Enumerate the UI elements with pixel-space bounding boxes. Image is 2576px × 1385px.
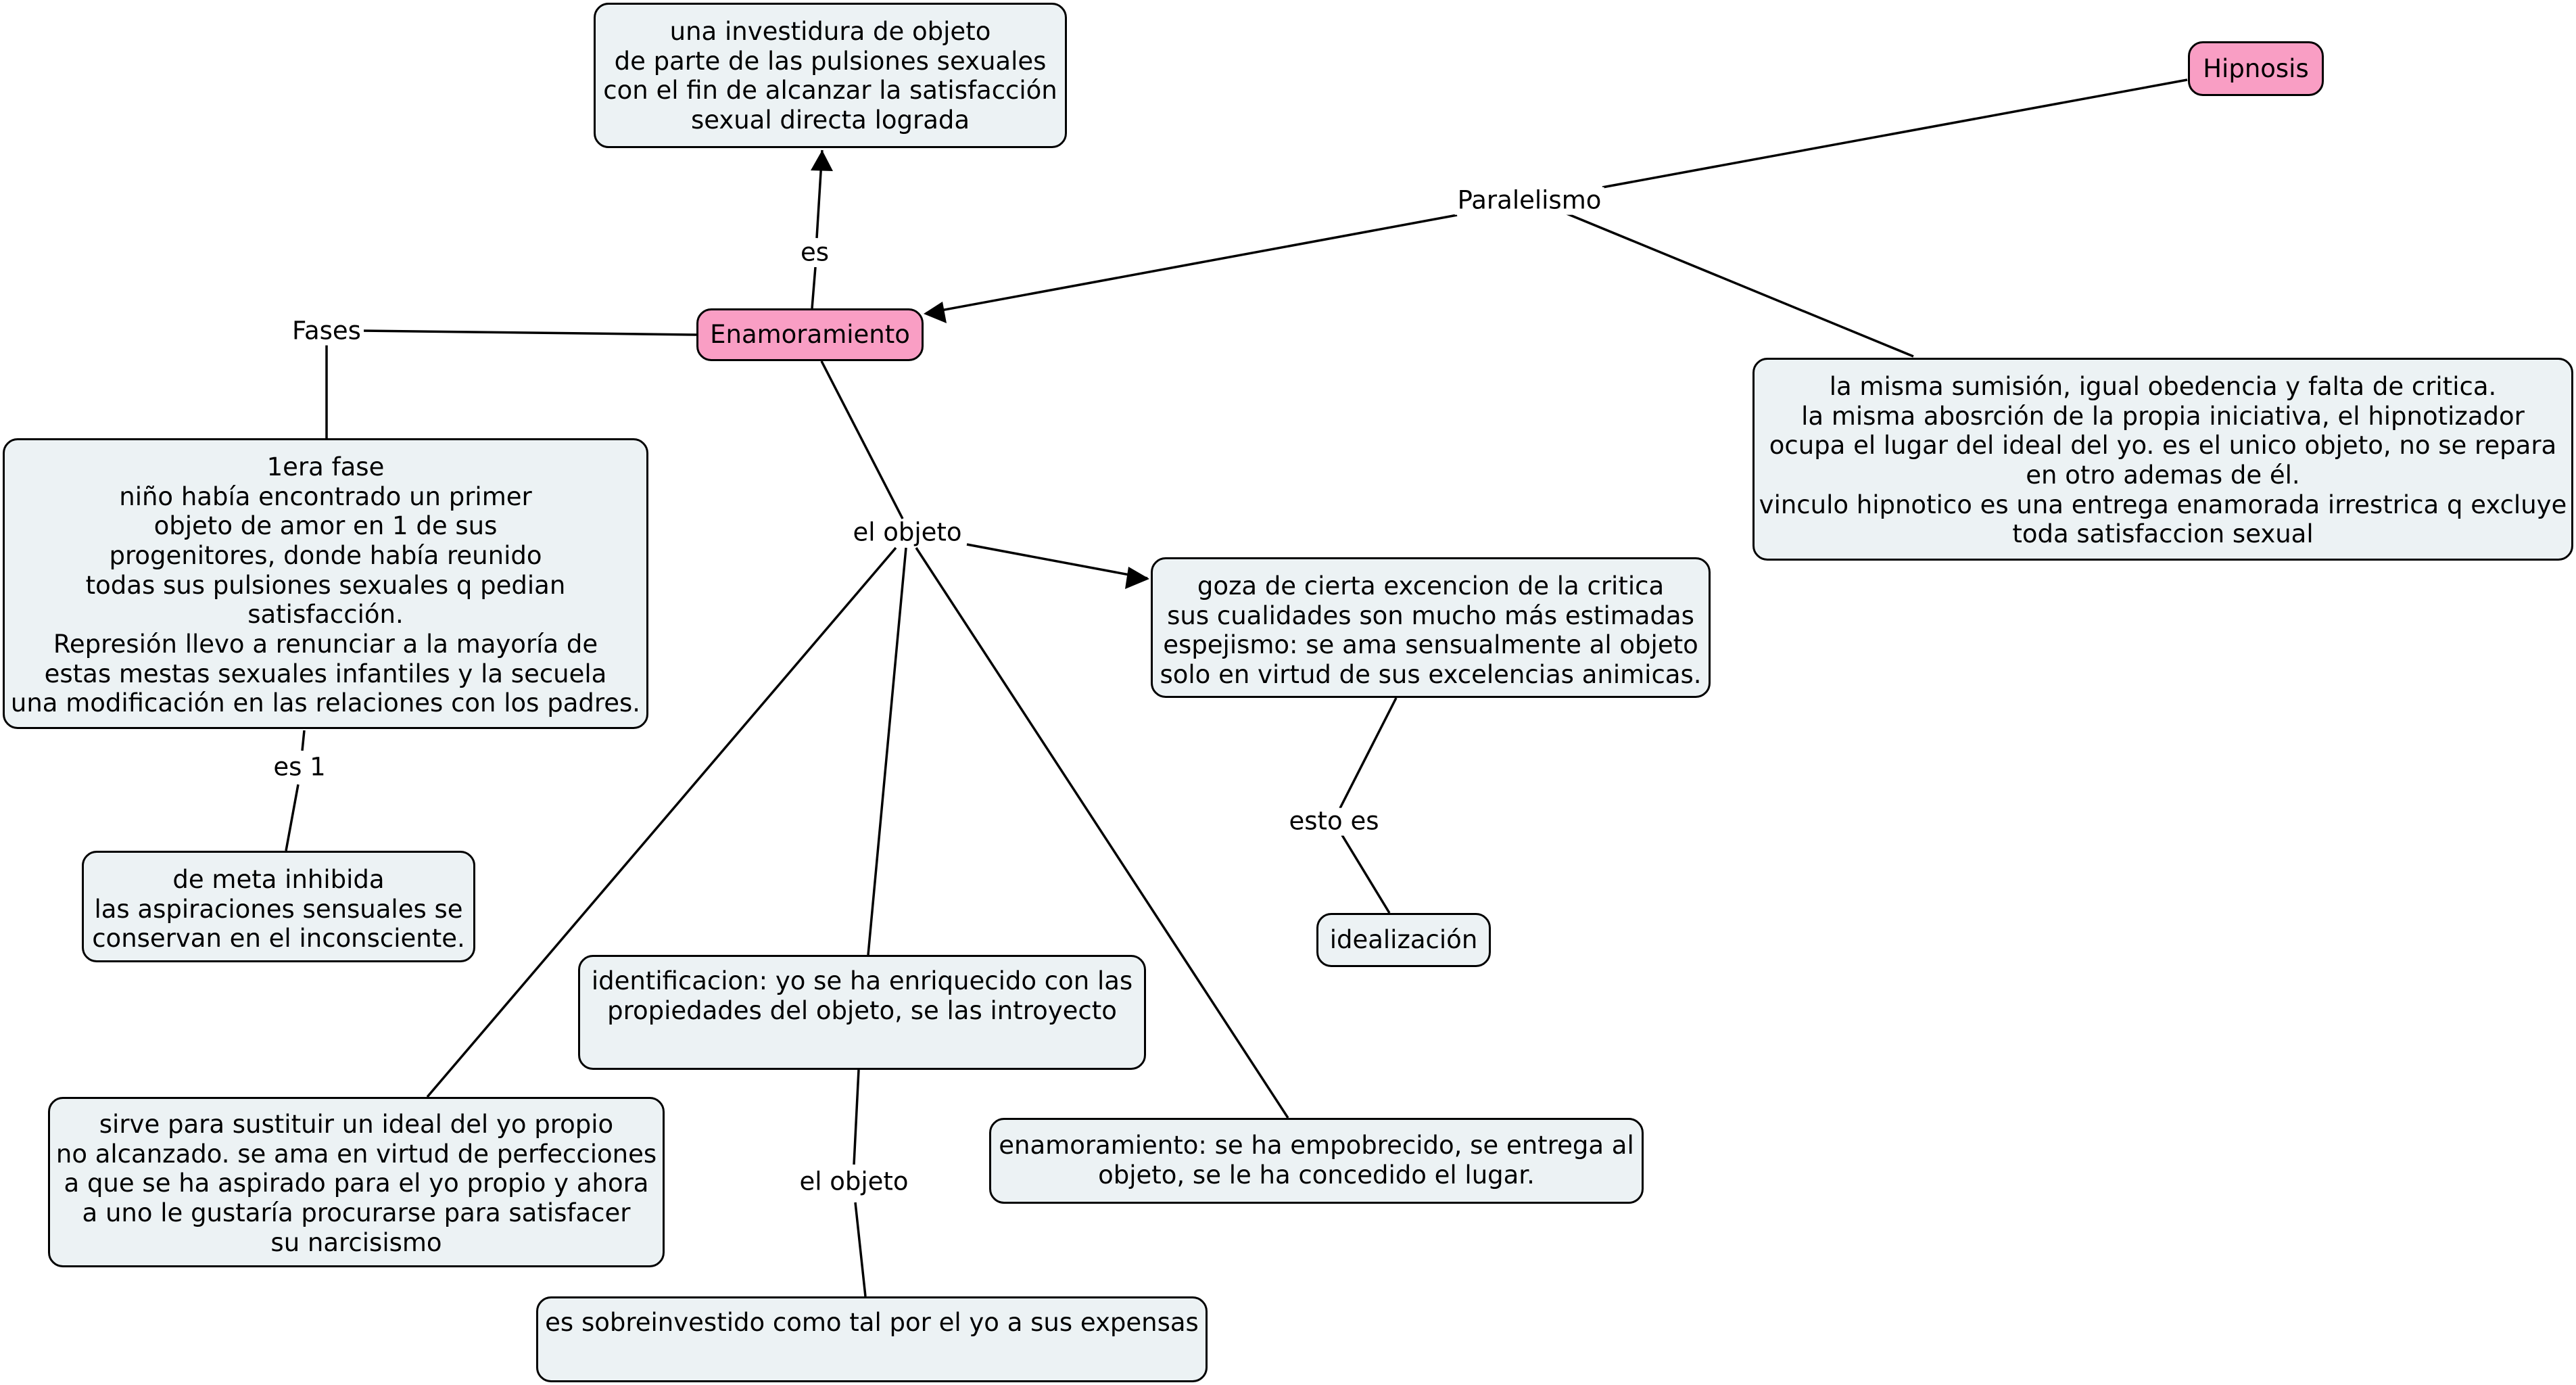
edge-el-objeto-empobrecido — [915, 547, 1289, 1119]
edge-el-objeto-identificacion — [867, 547, 907, 956]
edge-el-objeto-goza — [966, 543, 1148, 580]
edge-paralelismo-enamoramiento — [926, 214, 1458, 314]
concept-misma-sumision[interactable]: la misma sumisión, igual obedencia y fal… — [1752, 358, 2573, 561]
edge-el-objeto-sirve — [426, 546, 897, 1098]
concept-enamoramiento-empobrecido[interactable]: enamoramiento: se ha empobrecido, se ent… — [989, 1118, 1644, 1204]
edge-enamoramiento-el-objeto — [820, 360, 904, 519]
link-label-fases[interactable]: Fases — [289, 317, 364, 346]
edge-el-objeto-sobreinvestido — [854, 1202, 867, 1297]
concept-enamoramiento[interactable]: Enamoramiento — [696, 308, 924, 361]
edge-hipnosis-paralelismo — [1602, 78, 2188, 189]
edge-enamoramiento-es — [811, 266, 817, 309]
edge-paralelismo-misma-sumision — [1561, 210, 1914, 358]
link-label-es-1[interactable]: es 1 — [270, 753, 329, 782]
link-label-esto-es[interactable]: esto es — [1286, 807, 1382, 836]
concept-sobreinvestido[interactable]: es sobreinvestido como tal por el yo a s… — [536, 1296, 1208, 1382]
arrowhead-to-investidura — [811, 150, 833, 171]
edge-enamoramiento-fases — [361, 329, 697, 336]
concept-identificacion[interactable]: identificacion: yo se ha enriquecido con… — [578, 955, 1146, 1070]
edge-primera-fase-es1 — [301, 730, 306, 751]
concept-primera-fase[interactable]: 1era fase niño había encontrado un prime… — [3, 438, 648, 729]
link-label-el-objeto-2[interactable]: el objeto — [796, 1168, 911, 1196]
edge-esto-es-idealizacion — [1341, 835, 1391, 914]
link-label-es[interactable]: es — [797, 239, 832, 267]
concept-idealizacion[interactable]: idealización — [1316, 913, 1491, 967]
edge-identificacion-el-objeto — [853, 1069, 860, 1165]
arrowhead-to-goza — [1125, 567, 1149, 589]
arrowhead-to-enamoramiento — [924, 302, 947, 323]
concept-sirve[interactable]: sirve para sustituir un ideal del yo pro… — [48, 1097, 665, 1267]
link-label-paralelismo[interactable]: Paralelismo — [1454, 187, 1604, 215]
concept-goza[interactable]: goza de cierta excencion de la critica s… — [1151, 557, 1711, 698]
concept-investidura[interactable]: una investidura de objeto de parte de la… — [594, 3, 1067, 148]
concept-hipnosis[interactable]: Hipnosis — [2188, 41, 2324, 96]
edge-goza-esto-es — [1339, 697, 1398, 809]
edge-es1-meta-inhibida — [285, 784, 300, 851]
concept-meta-inhibida[interactable]: de meta inhibida las aspiraciones sensua… — [82, 851, 475, 962]
link-label-el-objeto[interactable]: el objeto — [850, 519, 965, 547]
